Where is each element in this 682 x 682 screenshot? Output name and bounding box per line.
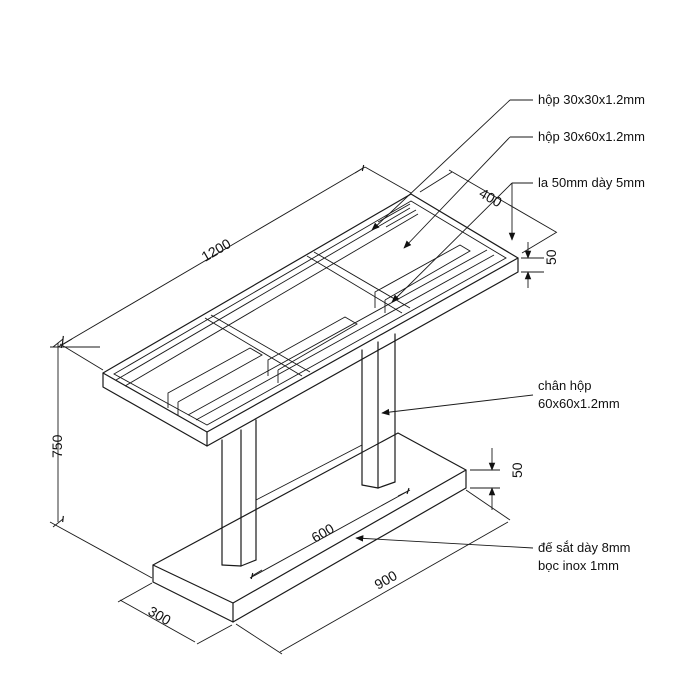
callout-leg-line2: 60x60x1.2mm <box>538 396 620 411</box>
callout-base-line1: đế sắt dày 8mm <box>538 540 631 555</box>
leader-base <box>355 535 534 549</box>
dim-leg-spacing-label: 600 <box>309 520 337 546</box>
leader-box-small <box>371 99 533 231</box>
leg-left <box>221 419 257 567</box>
dim-base-height: 50 <box>470 448 525 510</box>
dim-base-length: 900 <box>235 489 511 655</box>
top-frame <box>102 193 519 447</box>
leader-flat-bar <box>391 182 533 303</box>
dim-length: 1200 <box>57 164 412 371</box>
dim-total-height-label: 750 <box>49 434 65 458</box>
leader-box-large <box>403 136 533 249</box>
base-plate <box>152 432 467 623</box>
dim-base-length-label: 900 <box>372 567 400 593</box>
leader-leg <box>381 394 534 416</box>
dim-total-height: 750 <box>49 335 153 579</box>
leg-cross-brace <box>255 444 363 501</box>
dim-base-width-label: 300 <box>146 603 174 629</box>
dim-frame-height: 50 <box>521 242 559 288</box>
callout-box-large: hộp 30x60x1.2mm <box>538 129 645 144</box>
dim-length-label: 1200 <box>199 235 234 265</box>
callout-base-line2: bọc inox 1mm <box>538 558 619 573</box>
dim-frame-height-label: 50 <box>543 249 559 265</box>
dim-base-height-label: 50 <box>509 462 525 478</box>
callout-leg-line1: chân hộp <box>538 378 592 393</box>
callout-box-small: hộp 30x30x1.2mm <box>538 92 645 107</box>
callout-flat-bar: la 50mm dày 5mm <box>538 175 645 190</box>
leg-right <box>361 333 396 489</box>
